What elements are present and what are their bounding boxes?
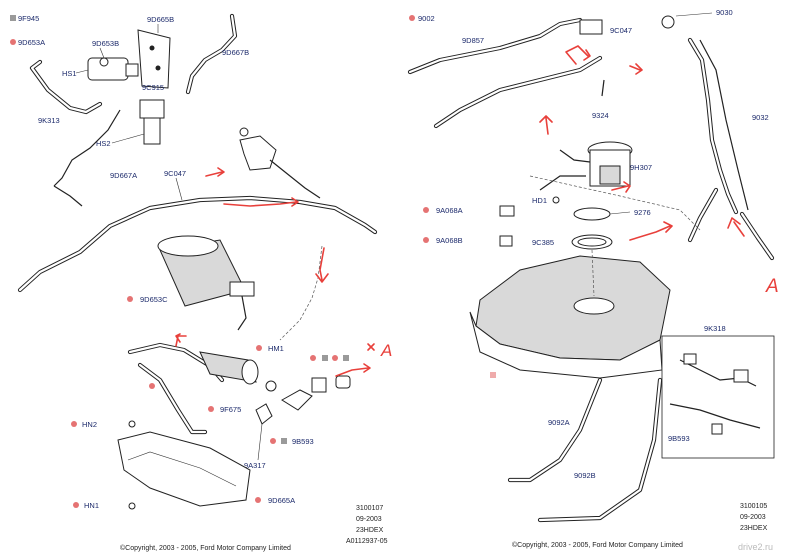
bracket-hole [149, 45, 155, 51]
ref-line-2: 09-2003 [740, 514, 766, 521]
pad-9A068A [499, 205, 515, 217]
strap-9092A [507, 377, 603, 483]
label-9A317: 9A317 [244, 461, 266, 470]
label-9324: 9324 [592, 111, 609, 120]
label-HN1: HN1 [84, 501, 99, 510]
fastener-HN1 [128, 502, 136, 510]
fuel-tank [469, 255, 671, 379]
legend-grey-square-marker [10, 15, 16, 21]
bracket-9D665B [137, 29, 171, 89]
copyright-right: ©Copyright, 2003 - 2005, Ford Motor Comp… [512, 541, 683, 549]
fastener-HN2 [128, 420, 136, 428]
red-annotation-mark [367, 343, 375, 351]
ref-line-2: 09-2003 [356, 516, 382, 523]
strap-9092B [537, 377, 663, 523]
label-HD1: HD1 [532, 196, 547, 205]
red-annotation-arrow [335, 363, 371, 377]
label-9F675: 9F675 [220, 405, 241, 414]
guide-line [279, 245, 323, 341]
red-annotation-arrow [175, 333, 187, 347]
handwritten-A-left: A [380, 341, 392, 360]
red-annotation-arrow [565, 45, 591, 65]
right-panel: 9002 9D857 9C047 9030 9032 9324 [407, 8, 779, 552]
clip-9B593 [711, 423, 723, 435]
charcoal-canister-9D653C [157, 235, 255, 331]
red-annotation-arrow [629, 221, 673, 241]
fuel-pump-module-9H307 [587, 141, 633, 187]
label-9D667A: 9D667A [110, 171, 137, 180]
label-9D653B: 9D653B [92, 39, 119, 48]
label-HS2: HS2 [96, 139, 111, 148]
label-9K313: 9K313 [38, 116, 60, 125]
label-HM1: HM1 [268, 344, 284, 353]
connector-assembly [239, 135, 277, 171]
fitting [281, 389, 313, 411]
line-9324 [601, 79, 605, 97]
red-annotation-arrow [539, 115, 553, 135]
label-9A068B: 9A068B [436, 236, 463, 245]
filler-cap-9030 [661, 15, 675, 29]
ref-line-1: 3100107 [356, 505, 383, 512]
red-annotation-arrow [629, 63, 643, 75]
label-9032: 9032 [752, 113, 769, 122]
legend-red-dot-marker [10, 39, 16, 45]
red-annotation-arrow [205, 167, 225, 177]
clip-9A317 [255, 403, 273, 425]
label-9K318: 9K318 [704, 324, 726, 333]
label-HN2: HN2 [82, 420, 97, 429]
fastener-HD1 [552, 196, 560, 204]
left-panel: 9F945 9D653A 9D665B 9D667B 9D653B HS1 9K… [10, 13, 392, 552]
ref-line-3: 23HDEX [740, 525, 768, 532]
red-annotation-arrow [223, 197, 299, 207]
red-annotation-arrow [611, 181, 631, 193]
legend-9D653A-label: 9D653A [18, 38, 45, 47]
watermark: drive2.ru [738, 542, 773, 552]
label-9D653C: 9D653C [140, 295, 168, 304]
label-9C047: 9C047 [164, 169, 186, 178]
label-9030: 9030 [716, 8, 733, 17]
handwritten-A-right: A [765, 276, 779, 297]
valve-9C047 [579, 19, 603, 35]
seal-9276 [573, 207, 611, 221]
legend-9002-label: 9002 [418, 14, 435, 23]
harness-9D667A [53, 109, 121, 187]
label-9092A: 9092A [548, 418, 570, 427]
purge-valve-9C915 [139, 99, 165, 119]
bracket-shield-9D665A [117, 431, 251, 507]
red-annotation-arrow [727, 217, 745, 237]
guide-line [591, 249, 595, 297]
copyright-left: ©Copyright, 2003 - 2005, Ford Motor Comp… [120, 544, 291, 552]
ref-line-4: A0112937-05 [346, 538, 388, 545]
ref-line-3: 23HDEX [356, 527, 384, 534]
label-9B593-right: 9B593 [668, 434, 690, 443]
label-9092B: 9092B [574, 471, 596, 480]
label-9A068A: 9A068A [436, 206, 463, 215]
label-9H307: 9H307 [630, 163, 652, 172]
fitting [335, 375, 351, 389]
bracket-hole [155, 65, 161, 71]
inset-box-9K318 [661, 335, 775, 459]
ring-HM1 [265, 380, 277, 392]
label-9D667B: 9D667B [222, 48, 249, 57]
fitting [311, 377, 327, 393]
legend-9F945-label: 9F945 [18, 14, 39, 23]
label-9B593: 9B593 [292, 437, 314, 446]
label-9C385: 9C385 [532, 238, 554, 247]
label-9276: 9276 [634, 208, 651, 217]
guide-line [529, 175, 701, 231]
label-9D857: 9D857 [462, 36, 484, 45]
label-HS1: HS1 [62, 69, 77, 78]
ref-line-1: 3100105 [740, 503, 767, 510]
label-9C047-right: 9C047 [610, 26, 632, 35]
red-annotation-arrow [315, 247, 329, 283]
label-9C915: 9C915 [142, 83, 164, 92]
pad-9A068B [499, 235, 513, 247]
filler-pipe-9032 [687, 37, 739, 215]
label-9D665B: 9D665B [147, 15, 174, 24]
label-9D665A: 9D665A [268, 496, 295, 505]
red-dot-marker [127, 296, 133, 302]
legend-red-dot-marker [409, 15, 415, 21]
